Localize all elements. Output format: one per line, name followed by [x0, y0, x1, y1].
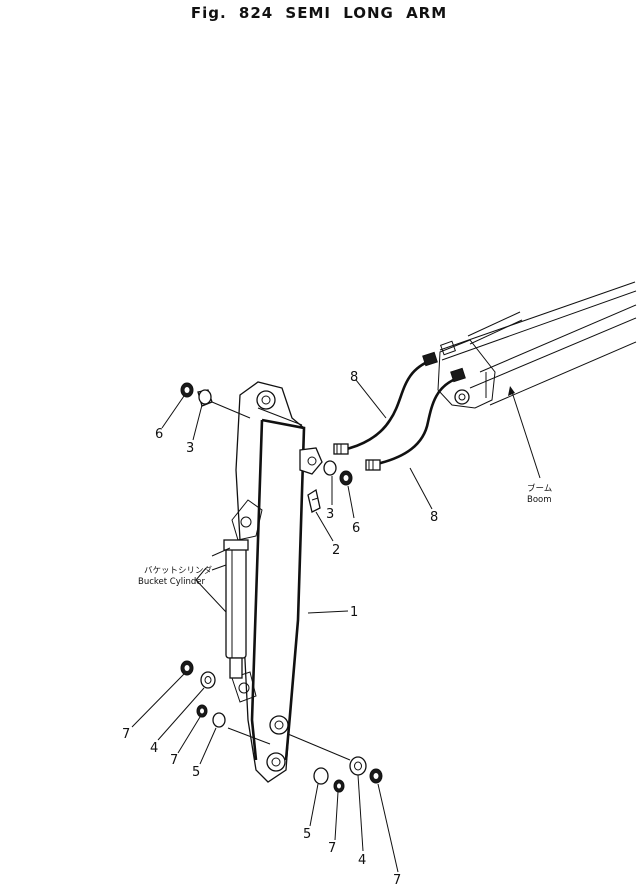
- callout-7: 7: [328, 841, 336, 856]
- callout-4: 4: [358, 853, 366, 868]
- callout-6: 6: [155, 427, 163, 442]
- hose-assembly: [333, 351, 466, 471]
- callout-7: 7: [122, 727, 130, 742]
- callout-3: 3: [186, 441, 194, 456]
- small-parts: [180, 382, 383, 793]
- callout-1: 1: [350, 605, 358, 620]
- figure-title: Fig. 824 SEMI LONG ARM: [190, 4, 448, 22]
- bucket-cylinder: [211, 539, 249, 679]
- callout-8: 8: [430, 510, 438, 525]
- callout-2: 2: [332, 543, 340, 558]
- callout-numbers: 1 2 3 3 4 4 5 5 6 6 7 7 7 7 8 8: [122, 370, 438, 885]
- callout-8: 8: [350, 370, 358, 385]
- callout-4: 4: [150, 741, 158, 756]
- boom-assembly: [437, 281, 637, 409]
- boom-label-jp: ブーム: [527, 483, 552, 494]
- leader-lines: [131, 379, 541, 873]
- boom-label: Boom: [527, 495, 552, 505]
- callout-7: 7: [393, 873, 401, 885]
- callout-5: 5: [192, 765, 200, 780]
- text-labels: バケットシリンダ Bucket Cylinder ブーム Boom: [138, 483, 552, 587]
- bucket-cylinder-label: Bucket Cylinder: [138, 577, 205, 587]
- callout-3: 3: [326, 507, 334, 522]
- arm-body: [231, 381, 323, 783]
- callout-6: 6: [352, 521, 360, 536]
- callout-5: 5: [303, 827, 311, 842]
- callout-7: 7: [170, 753, 178, 768]
- bucket-cylinder-label-jp: バケットシリンダ: [144, 565, 213, 576]
